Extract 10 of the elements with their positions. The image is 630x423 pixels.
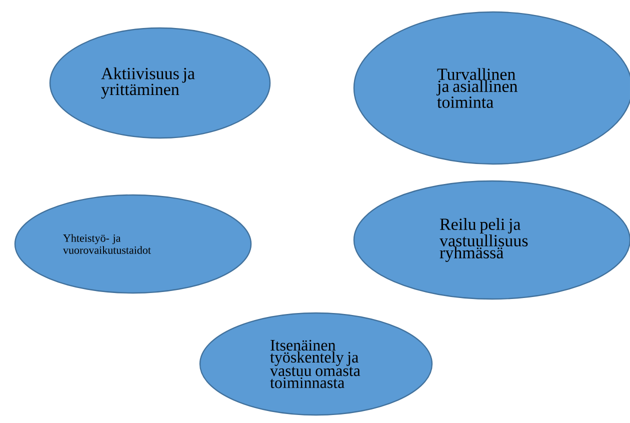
ellipse-label: Turvallinen ja asiallinen toiminta (436, 68, 518, 108)
ellipse-label: Itsenäinen työskentely ja vastuu omasta toiminnasta (270, 340, 360, 388)
ellipse (353, 11, 630, 165)
ellipse-label: Aktiivisuus ja yrittäminen (101, 67, 195, 99)
ellipse-label: Reilu peli ja vastuullisuus ryhmässä (440, 218, 528, 262)
ellipse (14, 194, 252, 294)
ellipse (49, 27, 271, 139)
ellipse-label: Yhteistyö- ja vuorovaikutustaidot (63, 234, 151, 254)
ellipse (199, 312, 433, 416)
ellipse (353, 180, 630, 300)
